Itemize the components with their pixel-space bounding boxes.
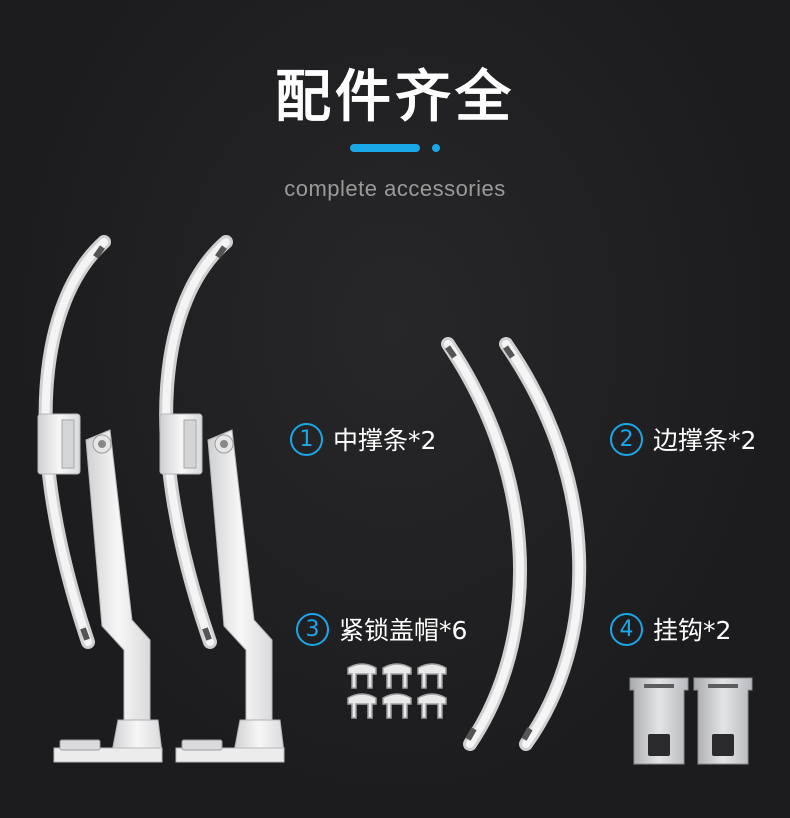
side-support-strip-2 [499,337,587,751]
page-title: 配件齐全 [275,65,515,130]
item-label-hooks: 4 挂钩*2 [610,611,731,647]
center-support-bracket-2 [159,235,285,763]
item-name: 中撑条*2 [333,426,437,455]
page-subtitle: complete accessories [284,176,506,201]
item-label-side-support: 2 边撑条*2 [610,421,756,457]
title-accent-bar [350,144,420,152]
hook-2 [693,677,753,765]
item-number-badge: 3 [296,612,329,646]
item-name: 紧锁盖帽*6 [339,616,468,645]
locking-caps [347,663,447,719]
item-number-badge: 2 [610,422,643,456]
item-label-center-support: 1 中撑条*2 [290,421,436,457]
item-number-badge: 4 [610,612,643,646]
side-support-strip-1 [441,337,527,751]
title-accent-dot [432,144,440,152]
center-support-bracket-1 [37,235,163,763]
item-label-locking-caps: 3 紧锁盖帽*6 [296,611,467,647]
item-number-badge: 1 [290,422,323,456]
hook-1 [629,677,689,765]
item-name: 边撑条*2 [653,426,757,455]
item-name: 挂钩*2 [653,616,732,645]
